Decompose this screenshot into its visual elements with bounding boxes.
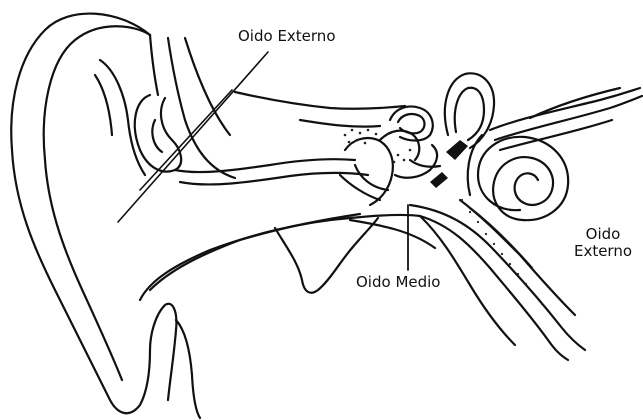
label-middle-ear: Oido Medio — [356, 274, 440, 291]
label-outer-ear-right: Oido Externo — [568, 226, 638, 260]
concha — [135, 95, 181, 172]
lobule — [150, 304, 176, 400]
label-outer-ear-top: Oido Externo — [238, 28, 336, 45]
cochlea — [478, 137, 568, 220]
semicircular-canals — [445, 73, 494, 148]
leader-line-outer — [118, 52, 268, 222]
auricle-outline — [11, 14, 150, 414]
label-outer-ear-right-line1: Oido — [568, 226, 638, 243]
antihelix — [100, 60, 145, 175]
ear-canal-upper — [175, 159, 355, 172]
label-outer-ear-right-line2: Externo — [568, 243, 638, 260]
auditory-nerve — [490, 88, 640, 130]
eustachian-tube — [420, 216, 568, 360]
ossicle-shade — [446, 140, 468, 160]
